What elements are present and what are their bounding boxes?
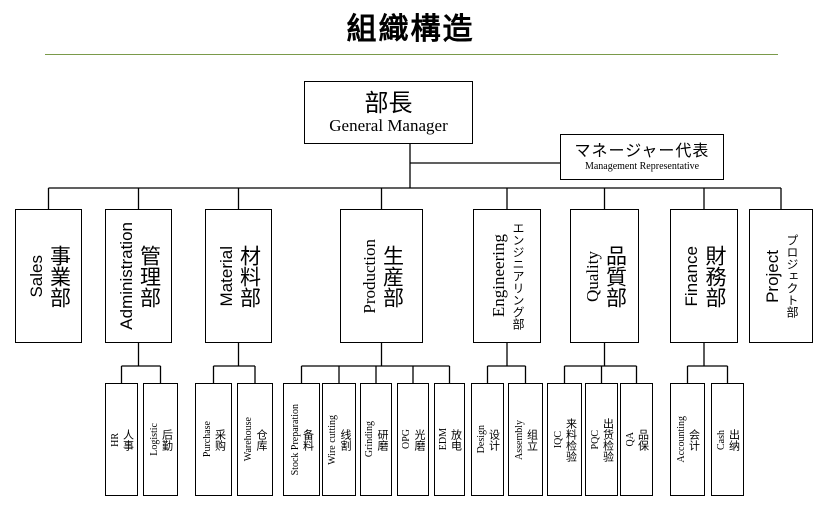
sub-label-en: EDM — [437, 428, 449, 451]
title-divider — [45, 54, 778, 55]
general-manager-en: General Manager — [329, 115, 448, 135]
dept-label-en: Quality — [582, 250, 602, 302]
dept-label-jp: 生産部 — [380, 244, 405, 308]
management-rep-en: Management Representative — [584, 160, 700, 172]
sub-label-en: Assembly — [513, 419, 525, 460]
dept-label-en: Finance — [682, 245, 701, 307]
dept-label-en: Material — [216, 245, 236, 307]
management-rep-box: マネージャー代表 Management Representative — [560, 134, 724, 180]
sub-label-jp: 组立 — [525, 428, 539, 451]
general-manager-box: 部長 General Manager — [304, 81, 473, 144]
sub-label-en: Grinding — [364, 421, 375, 458]
sub-label-jp: 光磨 — [413, 428, 426, 451]
dept-label-jp: プロジェクト部 — [785, 234, 799, 318]
sub-label-jp: 仓库 — [255, 428, 268, 451]
sub-label-jp: 出纳 — [727, 428, 741, 451]
sub-label-en: OPG — [401, 429, 412, 450]
sub-label-en: Warehouse — [243, 417, 254, 462]
dept-label-jp: エンジニアリング部 — [511, 222, 525, 330]
sub-label-jp: 会计 — [687, 428, 701, 451]
dept-label-jp: 財務部 — [703, 244, 727, 308]
sub-label-en: Design — [475, 425, 487, 454]
sub-label-jp: 品保 — [636, 428, 650, 451]
sub-label-jp: 采购 — [213, 428, 227, 451]
dept-label-jp: 材料部 — [237, 244, 262, 308]
sub-label-jp: 出货检验 — [601, 417, 615, 462]
dept-label-en: Production — [359, 238, 379, 314]
sub-label-en: Cash — [715, 429, 727, 450]
dept-label-en: Administration — [116, 222, 136, 330]
sub-label-jp: 备料 — [301, 428, 315, 451]
dept-label-jp: 管理部 — [137, 244, 162, 308]
sub-label-en: Logistic — [148, 423, 160, 456]
sub-label-jp: 放电 — [449, 428, 463, 451]
sub-label-en: QA — [624, 432, 636, 447]
dept-label-jp: 品質部 — [603, 244, 628, 308]
sub-label-en: IQC — [552, 430, 564, 449]
sub-label-jp: 来料检验 — [564, 417, 578, 462]
sub-label-en: Purchase — [201, 421, 213, 458]
management-rep-jp: マネージャー代表 — [574, 140, 710, 160]
dept-label-jp: 事業部 — [47, 244, 72, 308]
sub-label-en: Wire cutting — [327, 414, 338, 465]
dept-label-en: Sales — [26, 254, 46, 298]
dept-label-en: Engineering — [489, 234, 508, 318]
sub-label-en: PQC — [589, 429, 601, 450]
sub-label-jp: 设计 — [487, 428, 501, 451]
sub-label-en: Stock Preparation — [289, 403, 301, 476]
general-manager-jp: 部長 — [364, 88, 413, 117]
sub-label-en: Accounting — [675, 416, 687, 463]
sub-label-jp: 后勤 — [160, 428, 174, 451]
page-title: 組織構造 — [346, 12, 475, 47]
sub-label-en: HR — [109, 432, 121, 447]
sub-label-jp: 人事 — [121, 428, 135, 451]
sub-label-jp: 线割 — [339, 428, 352, 451]
sub-label-jp: 研磨 — [376, 428, 389, 451]
dept-label-en: Project — [763, 249, 782, 303]
